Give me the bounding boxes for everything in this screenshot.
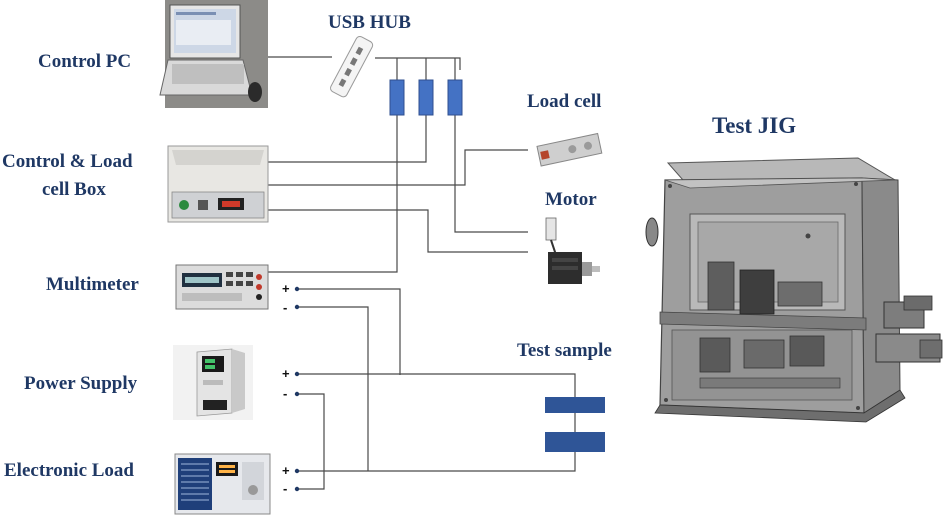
power-supply-icon — [173, 345, 253, 420]
multimeter-minus: - — [283, 300, 287, 315]
test-jig-label: Test JIG — [712, 113, 796, 138]
power-supply-label: Power Supply — [24, 373, 138, 394]
usb-hub-label: USB HUB — [328, 12, 411, 33]
multimeter-label: Multimeter — [46, 274, 139, 295]
stepper-motor-icon — [545, 217, 600, 284]
power-supply-minus: - — [283, 386, 287, 401]
electronic-load-label: Electronic Load — [4, 460, 134, 481]
control-box-label-line2: cell Box — [42, 179, 106, 200]
electronic-load-minus: - — [283, 481, 287, 496]
electronic-load-icon — [174, 453, 271, 515]
usb-hub-icon — [329, 35, 374, 98]
multimeter-icon — [175, 264, 269, 310]
control-box-icon — [167, 145, 269, 223]
usb-cable-blocks — [389, 79, 463, 116]
terminal-dots — [294, 286, 300, 492]
load-cell-label: Load cell — [527, 91, 601, 112]
test-sample-label: Test sample — [517, 340, 612, 361]
test-jig-render-icon — [645, 157, 943, 423]
multimeter-plus: + — [282, 281, 290, 296]
control-pc-label: Control PC — [38, 51, 131, 72]
control-pc-laptop-icon — [159, 0, 268, 108]
electronic-load-plus: + — [282, 463, 290, 478]
load-cell-icon — [536, 132, 603, 167]
wiring — [268, 56, 576, 490]
motor-label: Motor — [545, 189, 597, 210]
control-box-label-line1: Control & Load — [2, 151, 133, 172]
test-sample-plates — [545, 397, 605, 452]
power-supply-plus: + — [282, 366, 290, 381]
